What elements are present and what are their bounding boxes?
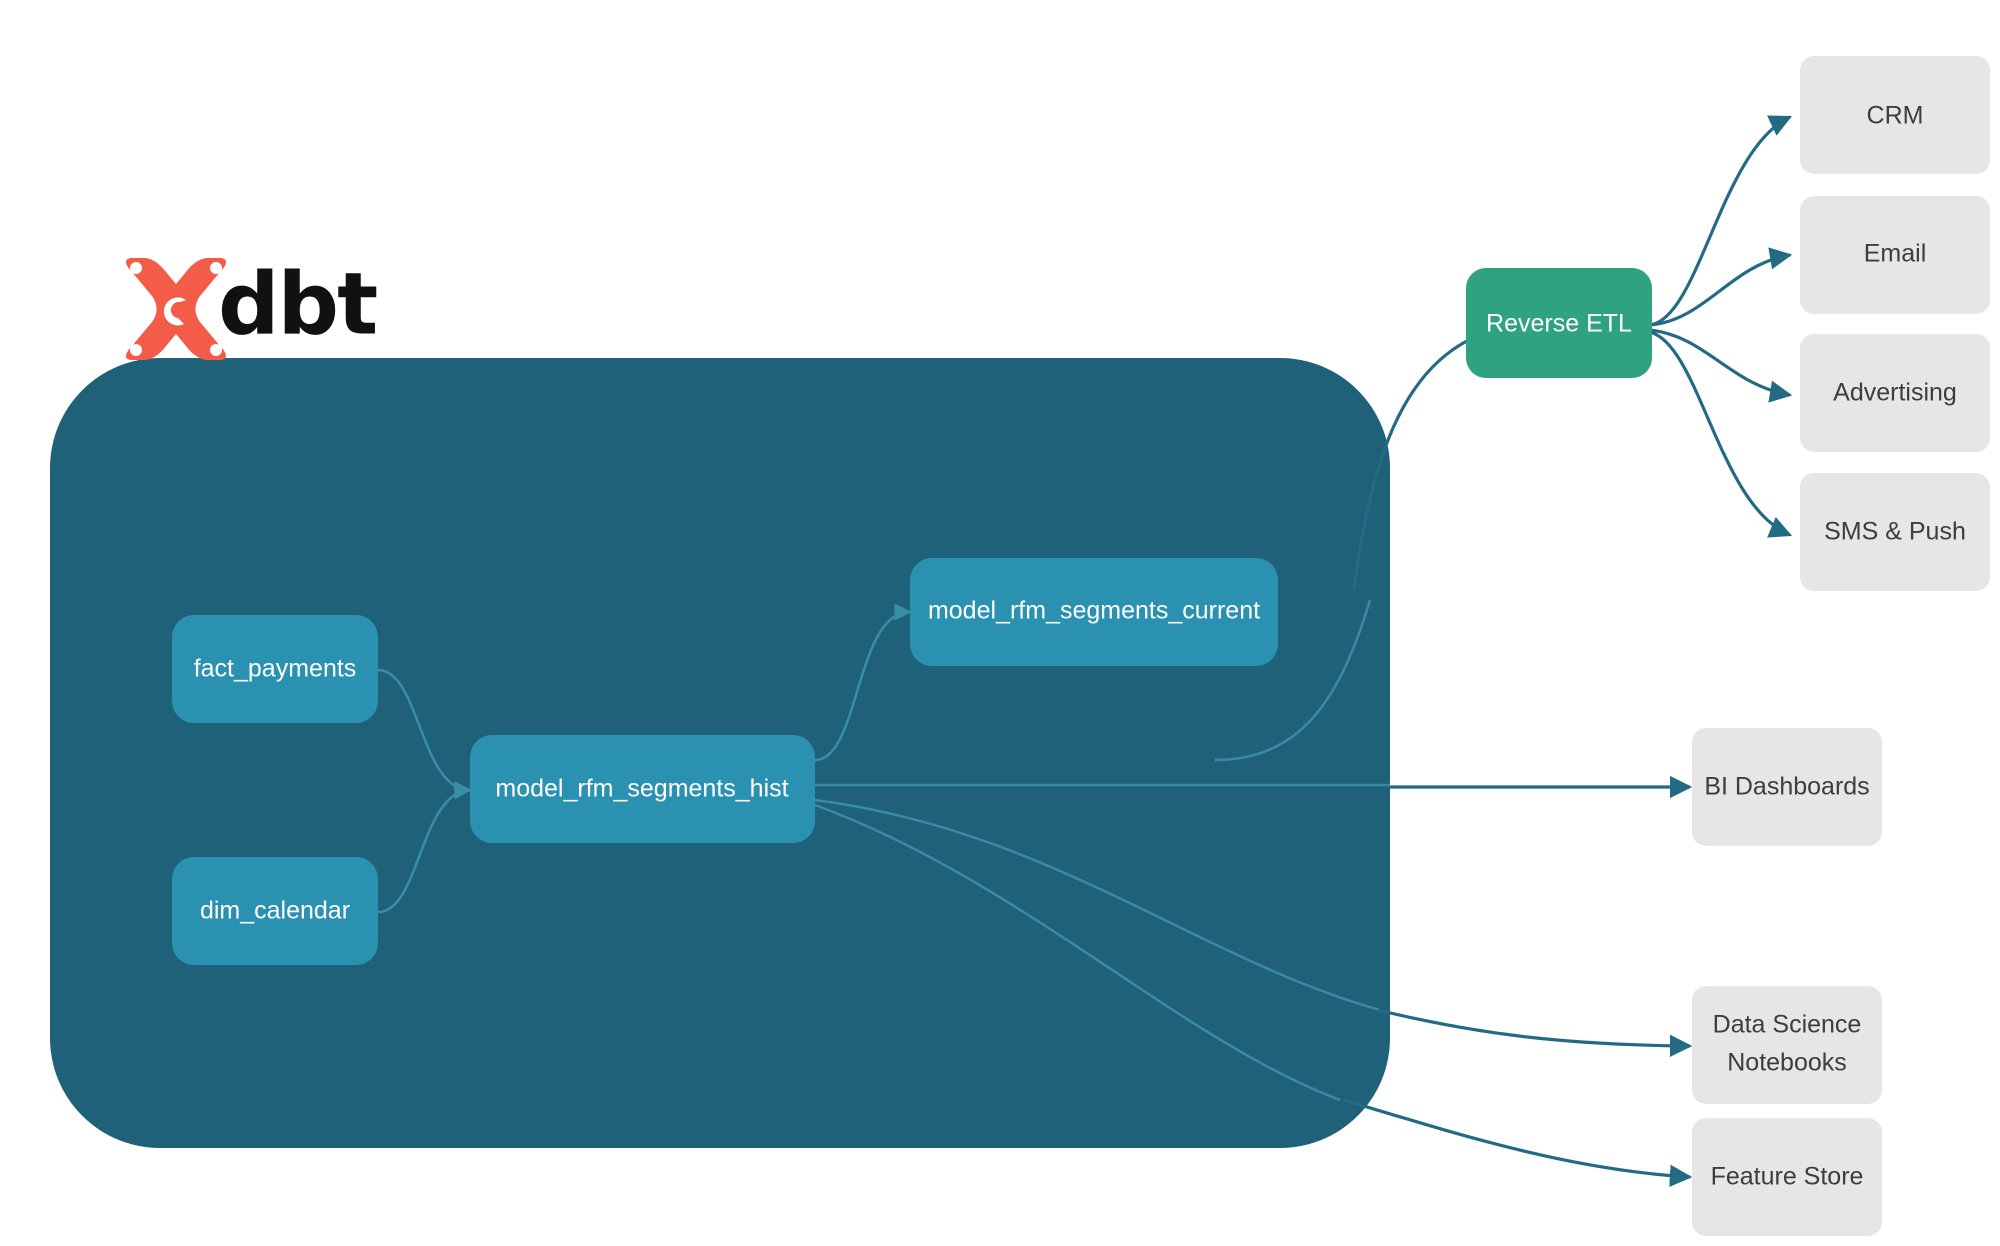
model-node-label: model_rfm_segments_current (928, 597, 1260, 625)
destination-label: SMS & Push (1824, 518, 1966, 546)
model-node-shape[interactable] (470, 735, 815, 843)
model-node-fact-payments[interactable]: fact_payments (172, 615, 378, 723)
edge-hist-out-ds (814, 798, 1381, 1012)
destination-shape[interactable] (1800, 334, 1990, 452)
dbt-logo-dot-tr (210, 262, 222, 274)
edge-hist-out-fs (814, 803, 1341, 1102)
destination-node-crm[interactable]: CRM (1800, 56, 1990, 174)
dbt-logo-icon (126, 258, 226, 360)
dbt-logo-dot-bl (130, 344, 142, 356)
destination-node-feature-store[interactable]: Feature Store (1692, 1118, 1882, 1236)
model-node-model-rfm-segments-current[interactable]: model_rfm_segments_current (910, 558, 1278, 666)
destination-shape[interactable] (1800, 473, 1990, 591)
destination-node-advertising[interactable]: Advertising (1800, 334, 1990, 452)
reverse-etl-shape[interactable] (1466, 268, 1652, 378)
destination-label: Email (1864, 240, 1927, 268)
destination-label: Advertising (1833, 379, 1957, 407)
dbt-logo-hook-shape (163, 297, 186, 326)
destination-shape[interactable] (1800, 56, 1990, 174)
destination-label: CRM (1867, 102, 1924, 130)
dbt-logo: dbt (126, 254, 379, 360)
destination-node-bi-dashboards[interactable]: BI Dashboards (1692, 728, 1882, 846)
model-node-shape[interactable] (910, 558, 1278, 666)
dbt-wordmark: dbt (218, 254, 377, 354)
destination-label: BI Dashboards (1704, 773, 1869, 801)
model-node-dim-calendar[interactable]: dim_calendar (172, 857, 378, 965)
destination-shape[interactable] (1692, 986, 1882, 1104)
edge-project-to-feature-store (1343, 1098, 1693, 1188)
model-node-label: dim_calendar (200, 897, 350, 925)
edge-current-out-retl (1214, 599, 1372, 762)
model-node-label: model_rfm_segments_hist (495, 775, 788, 803)
edge-fact-payments-to-hist (377, 668, 472, 799)
destination-label-line1: Data Science (1713, 1011, 1862, 1039)
destination-shape[interactable] (1692, 1118, 1882, 1236)
destination-label: Feature Store (1711, 1163, 1864, 1191)
model-node-label: fact_payments (194, 655, 357, 683)
edge-reverse-etl-to-sms-push (1649, 330, 1793, 538)
dbt-logo-x-shape (126, 258, 226, 360)
model-node-shape[interactable] (172, 857, 378, 965)
model-node-shape[interactable] (172, 615, 378, 723)
dbt-logo-dot-tl (130, 262, 142, 274)
reverse-etl-node[interactable]: Reverse ETL (1466, 268, 1652, 378)
edge-reverse-etl-to-crm (1649, 115, 1793, 327)
edge-reverse-etl-to-advertising (1649, 328, 1793, 403)
edge-project-to-data-science-notebooks (1377, 1008, 1693, 1058)
internal-outbound-edges (814, 599, 1390, 1102)
destination-node-sms-push[interactable]: SMS & Push (1800, 473, 1990, 591)
edge-hist-to-current (814, 603, 912, 762)
reverse-etl-label: Reverse ETL (1486, 310, 1632, 338)
destination-node-email[interactable]: Email (1800, 196, 1990, 314)
internal-edges (377, 603, 912, 914)
destination-shape[interactable] (1692, 728, 1882, 846)
destination-shape[interactable] (1800, 196, 1990, 314)
destination-label-line2: Notebooks (1727, 1049, 1847, 1077)
edge-dim-calendar-to-hist (377, 781, 472, 914)
destination-node-data-science-notebooks[interactable]: Data Science Notebooks (1692, 986, 1882, 1104)
model-node-model-rfm-segments-hist[interactable]: model_rfm_segments_hist (470, 735, 815, 843)
dbt-logo-dot-br (210, 344, 222, 356)
edge-reverse-etl-to-email (1649, 247, 1793, 327)
